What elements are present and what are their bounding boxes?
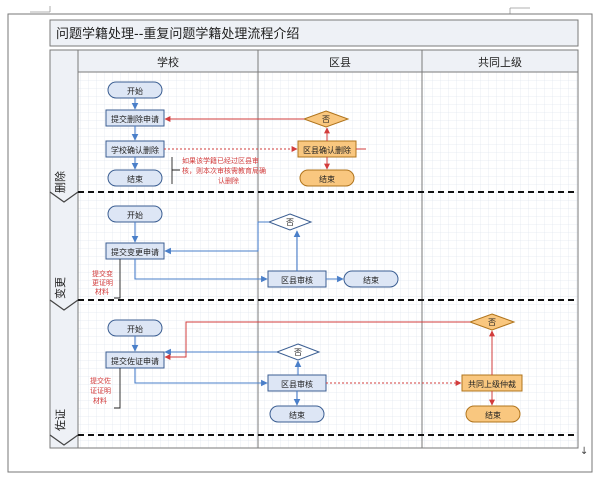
svg-text:提交变更申请: 提交变更申请 [111, 247, 159, 257]
svg-text:结束: 结束 [319, 174, 335, 184]
node-decision-no-2: 否 [267, 213, 313, 231]
lane-label-evidence: 佐证 [53, 409, 67, 431]
svg-text:学校确认删除: 学校确认删除 [111, 145, 159, 155]
note-change-line-3: 材料 [95, 287, 109, 296]
note-delete-line-2: 核，则本次审核需教育局确 [182, 166, 266, 175]
node-decision-no-4: 否 [468, 313, 516, 331]
node-county-review-change: 区县审核 [267, 270, 327, 288]
svg-text:开始: 开始 [127, 324, 143, 334]
node-county-confirm-delete: 区县确认删除 [297, 140, 357, 158]
svg-text:提交删除申请: 提交删除申请 [111, 114, 159, 124]
corner-return-mark: ↓ [580, 446, 588, 457]
note-evidence-line-1: 提交佐 [90, 376, 111, 385]
node-decision-no-1: 否 [302, 110, 350, 128]
svg-text:共同上级仲裁: 共同上级仲裁 [468, 379, 516, 389]
node-submit-delete: 提交删除申请 [105, 109, 165, 127]
note-change-line-1: 提交变 [92, 269, 113, 278]
node-superior-arbitrate: 共同上级仲裁 [461, 374, 523, 392]
note-evidence-line-3: 材料 [93, 396, 107, 405]
note-delete-line-1: 如果该学籍已经过区县审 [182, 156, 259, 165]
node-start-change: 开始 [107, 205, 163, 223]
node-school-confirm-delete: 学校确认删除 [105, 140, 165, 158]
node-decision-no-3: 否 [275, 343, 321, 361]
node-start-delete: 开始 [107, 81, 163, 99]
node-start-evidence: 开始 [107, 319, 163, 337]
node-end-change: 结束 [343, 270, 399, 288]
svg-text:区县确认删除: 区县确认删除 [303, 145, 351, 155]
node-submit-change: 提交变更申请 [105, 242, 165, 260]
svg-text:结束: 结束 [289, 410, 305, 420]
svg-text:结束: 结束 [485, 410, 501, 420]
note-evidence-line-2: 证证明 [90, 387, 111, 395]
lane-label-change: 变更 [53, 277, 67, 299]
svg-text:开始: 开始 [127, 210, 143, 220]
svg-text:提交佐证申请: 提交佐证申请 [111, 356, 159, 366]
column-header-county: 区县 [329, 56, 351, 69]
column-header-school: 学校 [157, 55, 179, 69]
svg-text:否: 否 [488, 318, 496, 327]
svg-text:结束: 结束 [363, 275, 379, 285]
node-county-review-evidence: 区县审核 [267, 374, 327, 392]
svg-text:结束: 结束 [127, 174, 143, 184]
svg-text:区县审核: 区县审核 [281, 275, 313, 285]
svg-text:开始: 开始 [127, 86, 143, 96]
svg-text:否: 否 [294, 348, 302, 357]
note-delete-line-3: 认删除 [218, 176, 239, 185]
svg-text:否: 否 [286, 218, 294, 227]
title-bar [49, 19, 579, 47]
column-header-superior: 共同上级 [478, 56, 522, 69]
svg-text:区县审核: 区县审核 [281, 379, 313, 389]
svg-text:否: 否 [322, 115, 330, 124]
node-end-delete-school: 结束 [107, 169, 163, 187]
lane-label-delete: 删除 [53, 171, 67, 193]
node-end-evidence-superior: 结束 [465, 405, 521, 423]
node-end-evidence-county: 结束 [269, 405, 325, 423]
node-submit-evidence: 提交佐证申请 [105, 351, 165, 369]
diagram-title: 问题学籍处理--重复问题学籍处理流程介绍 [56, 26, 299, 42]
note-change-line-2: 更证明 [92, 279, 113, 287]
node-end-delete-county: 结束 [299, 169, 355, 187]
